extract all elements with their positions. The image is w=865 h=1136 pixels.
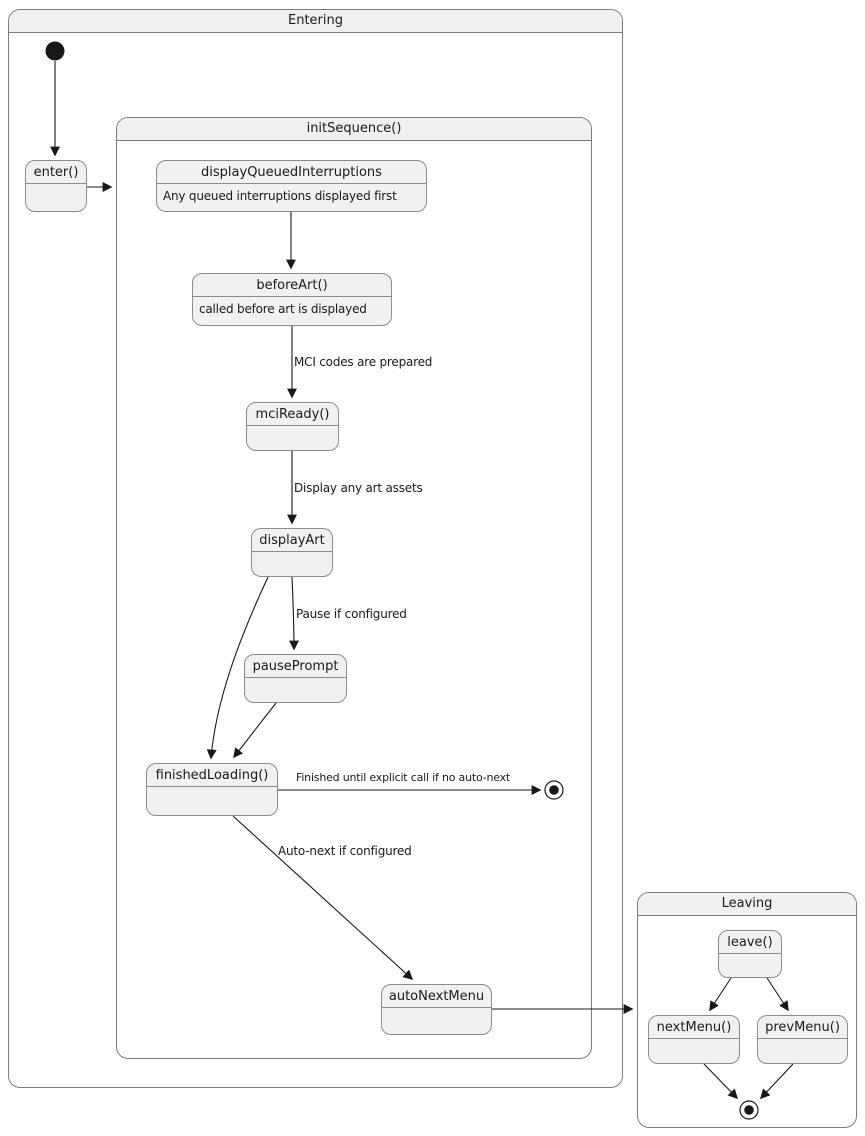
state-prev-menu-body xyxy=(758,1039,847,1063)
state-finished-loading-body xyxy=(147,787,277,815)
state-display-queued-interruptions-title: displayQueuedInterruptions xyxy=(157,161,426,184)
state-mci-ready-title: mciReady() xyxy=(247,403,338,426)
state-before-art-title: beforeArt() xyxy=(193,274,391,297)
state-prev-menu: prevMenu() xyxy=(757,1015,848,1064)
state-finished-loading: finishedLoading() xyxy=(146,763,278,816)
state-display-art-body xyxy=(252,552,332,576)
state-auto-next-menu-title: autoNextMenu xyxy=(382,985,491,1008)
composite-state-init-sequence-title: initSequence() xyxy=(117,118,591,141)
state-display-queued-interruptions: displayQueuedInterruptions Any queued in… xyxy=(156,160,427,212)
edge-label-finished-until-explicit: Finished until explicit call if no auto-… xyxy=(296,771,511,784)
state-display-queued-interruptions-description: Any queued interruptions displayed first xyxy=(163,189,397,203)
state-leave-title: leave() xyxy=(719,931,781,954)
state-pause-prompt: pausePrompt xyxy=(244,654,347,703)
state-enter-body xyxy=(26,184,86,211)
state-pause-prompt-body xyxy=(245,678,346,702)
state-enter: enter() xyxy=(25,160,87,212)
edge-label-mci-codes-prepared: MCI codes are prepared xyxy=(294,355,433,369)
state-mci-ready: mciReady() xyxy=(246,402,339,451)
composite-state-entering-title: Entering xyxy=(9,10,622,33)
composite-state-leaving-title: Leaving xyxy=(638,893,856,916)
state-enter-title: enter() xyxy=(26,161,86,184)
composite-state-init-sequence: initSequence() xyxy=(116,117,592,1059)
state-before-art-description: called before art is displayed xyxy=(199,302,367,316)
state-before-art: beforeArt() called before art is display… xyxy=(192,273,392,326)
state-finished-loading-title: finishedLoading() xyxy=(147,764,277,787)
state-auto-next-menu: autoNextMenu xyxy=(381,984,492,1035)
state-next-menu-body xyxy=(649,1039,739,1063)
state-pause-prompt-title: pausePrompt xyxy=(245,655,346,678)
state-leave-body xyxy=(719,954,781,977)
edge-label-auto-next-if-configured: Auto-next if configured xyxy=(278,844,412,858)
state-display-art-title: displayArt xyxy=(252,529,332,552)
edge-label-display-any-art-assets: Display any art assets xyxy=(294,481,423,495)
edge-label-pause-if-configured: Pause if configured xyxy=(296,607,407,621)
state-display-art: displayArt xyxy=(251,528,333,577)
state-auto-next-menu-body xyxy=(382,1008,491,1034)
composite-state-leaving: Leaving xyxy=(637,892,857,1128)
state-next-menu: nextMenu() xyxy=(648,1015,740,1064)
state-mci-ready-body xyxy=(247,426,338,450)
state-prev-menu-title: prevMenu() xyxy=(758,1016,847,1039)
state-next-menu-title: nextMenu() xyxy=(649,1016,739,1039)
state-leave: leave() xyxy=(718,930,782,978)
